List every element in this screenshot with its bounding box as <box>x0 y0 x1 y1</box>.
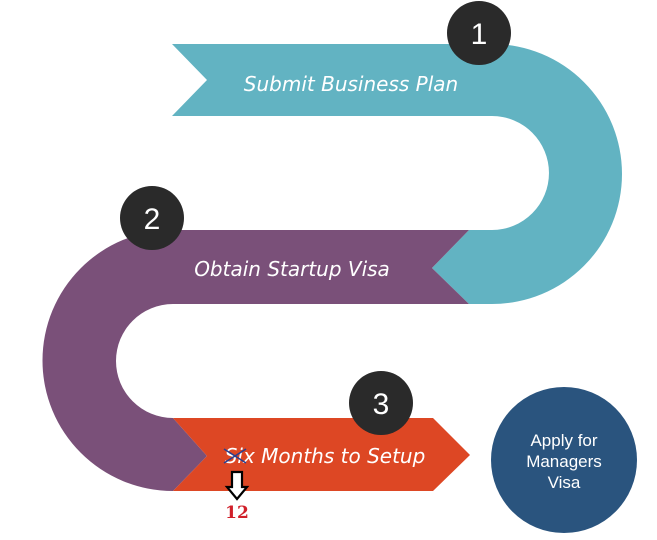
final-step-line-1: Apply for <box>530 431 597 450</box>
step-2-number: 2 <box>144 203 161 236</box>
final-step: Apply for Managers Visa <box>491 387 637 533</box>
down-arrow-icon <box>224 470 250 501</box>
step-2-badge-circle <box>120 186 184 250</box>
step-1-label: Submit Business Plan <box>244 72 458 96</box>
step-1-badge-circle <box>447 1 511 65</box>
step-2-band <box>42 230 469 491</box>
step-3-badge-circle <box>349 371 413 435</box>
strike-mark-2 <box>223 448 247 464</box>
correction-annotation: 12 <box>223 448 250 523</box>
step-3-badge: 3 <box>349 371 413 435</box>
step-1-badge: 1 <box>447 1 511 65</box>
step-3-label: Six Months to Setup <box>225 444 426 468</box>
step-3-band <box>173 418 470 491</box>
step-1-number: 1 <box>471 18 488 51</box>
step-3-number: 3 <box>373 388 390 421</box>
correction-value: 12 <box>225 503 249 523</box>
step-1-band <box>172 44 622 304</box>
final-step-circle <box>491 387 637 533</box>
final-step-line-3: Visa <box>548 473 581 492</box>
final-step-line-2: Managers <box>526 452 602 471</box>
step-2-label: Obtain Startup Visa <box>194 257 390 281</box>
step-2-badge: 2 <box>120 186 184 250</box>
